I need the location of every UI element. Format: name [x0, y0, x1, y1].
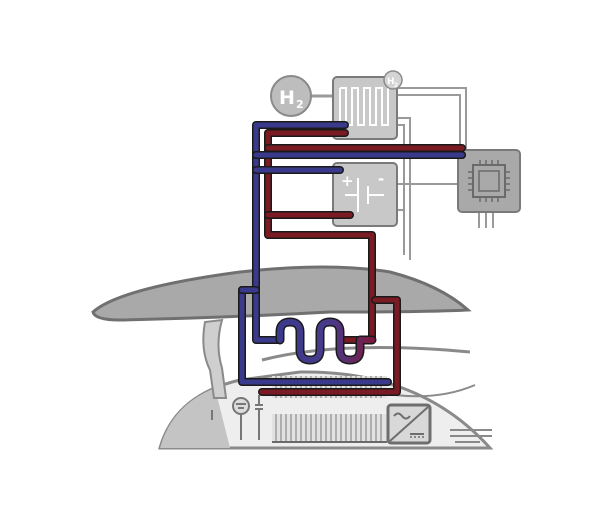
processor-chip-icon [457, 149, 521, 213]
hydrogen-tank-subscript: 2 [296, 98, 304, 111]
inverter-icon [386, 403, 432, 445]
battery-plus: + [341, 172, 354, 190]
wing [91, 265, 472, 322]
capacitor-icon [211, 395, 263, 440]
fuel-cell-icon: H 2 [332, 70, 403, 140]
serpentine-coil [275, 317, 377, 365]
fuel-cell-badge: H [387, 77, 395, 87]
motor-fan-icon [450, 429, 492, 443]
hydrogen-tank-icon: H 2 [270, 75, 334, 117]
battery-icon: + - [332, 162, 398, 227]
fuel-cell-badge-subscript: 2 [394, 82, 398, 89]
wing-strut [202, 318, 228, 399]
electrical-wiring [397, 87, 494, 260]
battery-minus: - [378, 170, 384, 188]
hydrogen-tank-label: H [279, 87, 295, 109]
